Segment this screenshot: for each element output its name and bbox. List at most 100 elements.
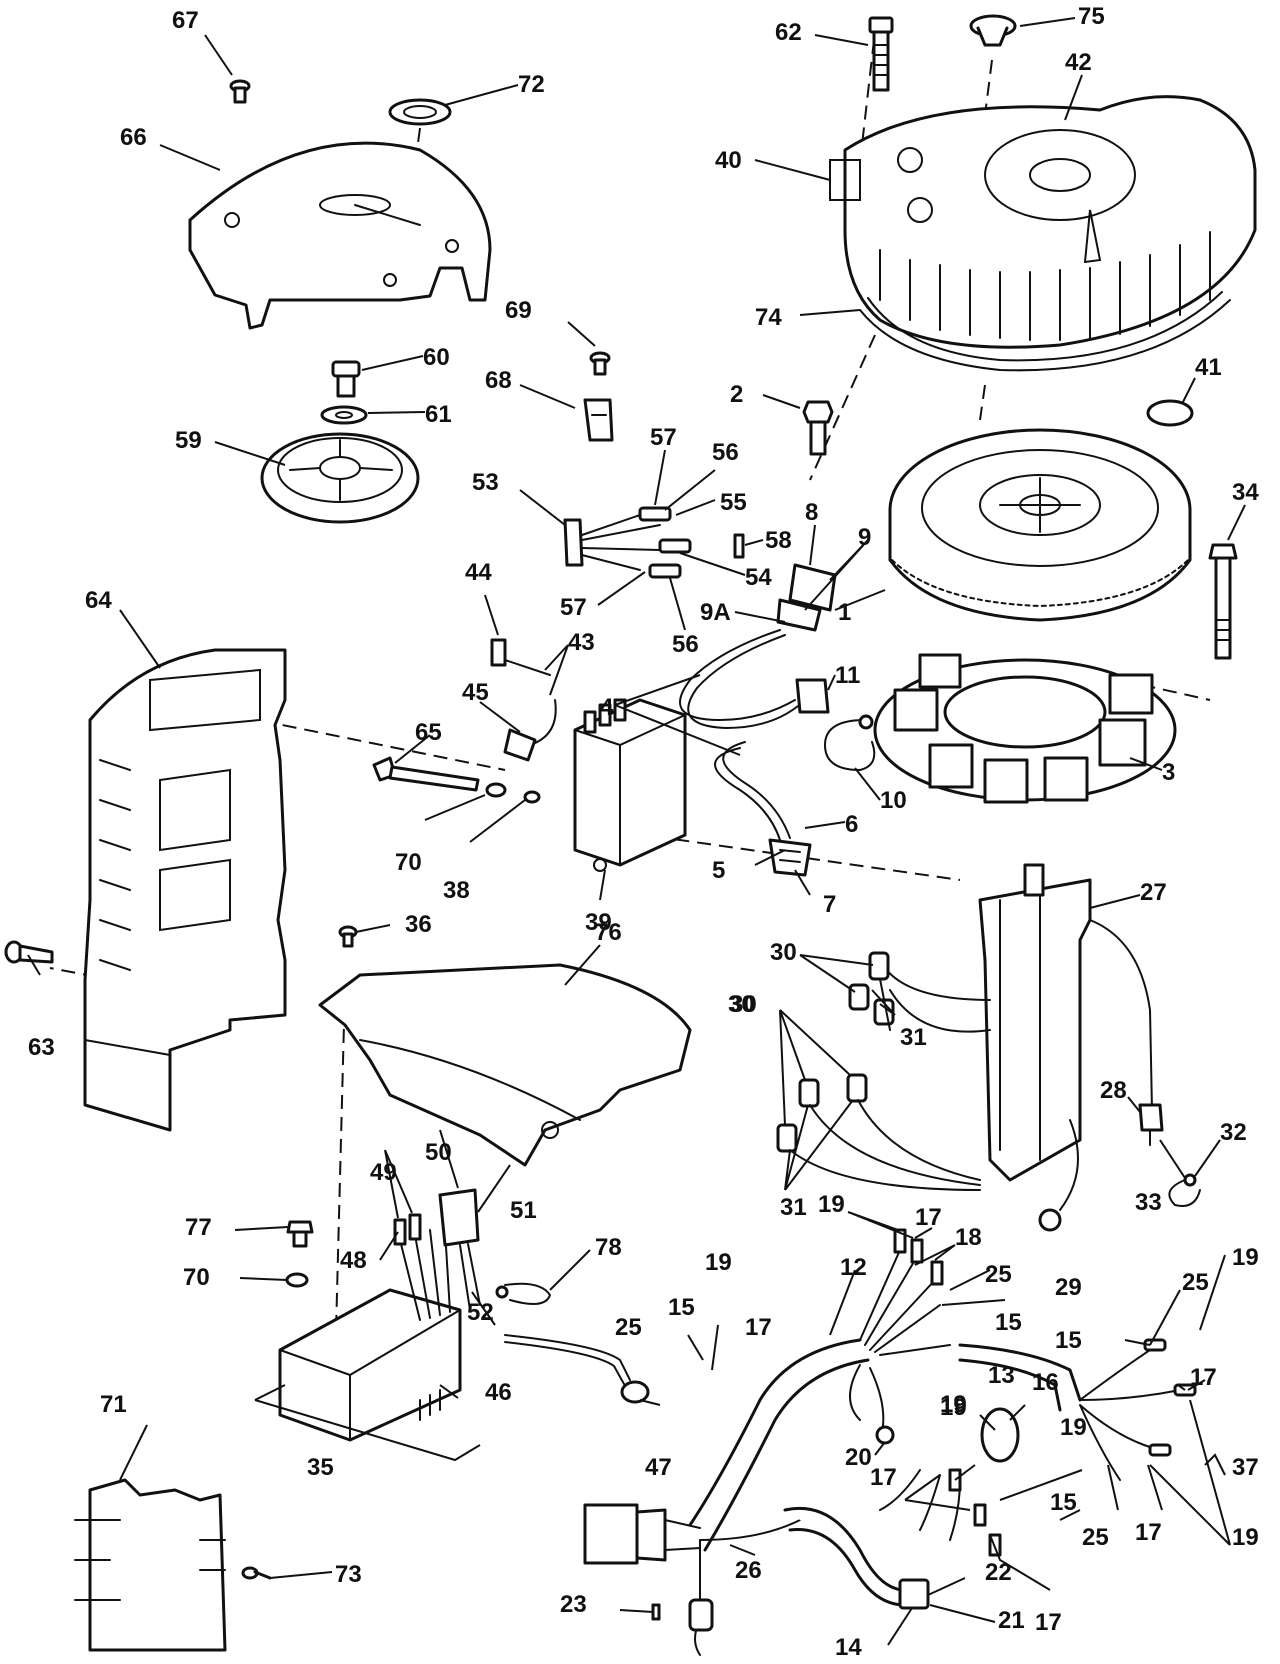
callout-77: 77 [185, 1214, 212, 1241]
callout-1: 1 [838, 599, 851, 626]
callout-4: 4 [600, 694, 614, 721]
callout-37: 37 [1232, 1454, 1259, 1481]
connector [776, 563, 837, 632]
callout-56: 56 [672, 631, 699, 658]
clip [583, 398, 614, 442]
callout-17: 17 [1190, 1364, 1217, 1391]
callout-54: 54 [745, 564, 772, 591]
callout-62: 62 [775, 19, 802, 46]
callout-67: 67 [172, 7, 199, 34]
long-screw [372, 756, 480, 792]
callout-68: 68 [485, 367, 512, 394]
callout-51: 51 [510, 1197, 537, 1224]
callout-56: 56 [712, 439, 739, 466]
callout-36: 36 [405, 911, 432, 938]
callout-17: 17 [1035, 1609, 1062, 1636]
callout-27: 27 [1140, 879, 1167, 906]
callout-17: 17 [745, 1314, 772, 1341]
callout-35: 35 [307, 1454, 334, 1481]
callout-19: 19 [1060, 1414, 1087, 1441]
callout-19: 19 [1232, 1524, 1259, 1551]
bolt [331, 360, 361, 398]
callout-30: 30 [728, 991, 755, 1018]
lower-cover [74, 1478, 227, 1652]
callout-52: 52 [467, 1299, 494, 1326]
leader-lines [27, 17, 1246, 1646]
wiring-harness [583, 1228, 1197, 1656]
callout-10: 10 [880, 787, 907, 814]
callout-74: 74 [755, 304, 782, 331]
ground-lead [504, 1334, 650, 1404]
callout-17: 17 [1135, 1519, 1162, 1546]
callout-labels: 67 72 66 62 75 42 40 74 69 60 68 61 59 2… [28, 3, 1259, 1661]
callout-28: 28 [1100, 1077, 1127, 1104]
callout-39: 39 [585, 909, 612, 936]
callout-12: 12 [840, 1254, 867, 1281]
callout-25: 25 [985, 1261, 1012, 1288]
callout-59: 59 [175, 427, 202, 454]
terminal-block [563, 506, 745, 579]
terminal [1138, 1103, 1164, 1146]
spark-leads [776, 951, 981, 1191]
callout-2: 2 [730, 381, 743, 408]
callout-21: 21 [998, 1607, 1025, 1634]
callout-41: 41 [1195, 354, 1222, 381]
callout-20: 20 [845, 1444, 872, 1471]
callout-13: 13 [988, 1362, 1015, 1389]
long-bolt [1208, 543, 1238, 660]
flywheel-cover [829, 95, 1257, 349]
callout-49: 49 [370, 1159, 397, 1186]
callout-75: 75 [1078, 3, 1105, 30]
callout-18: 18 [955, 1224, 982, 1251]
callout-44: 44 [465, 559, 492, 586]
pin [651, 1603, 661, 1621]
callout-31: 31 [900, 1024, 927, 1051]
callout-25: 25 [1182, 1269, 1209, 1296]
callout-17: 17 [915, 1204, 942, 1231]
screw [241, 1566, 272, 1580]
callout-42: 42 [1065, 49, 1092, 76]
ignition-coil [573, 698, 687, 872]
callout-32: 32 [1220, 1119, 1247, 1146]
power-pack [278, 1288, 462, 1442]
callout-33: 33 [1135, 1189, 1162, 1216]
callout-45: 45 [462, 679, 489, 706]
callout-9A: 9A [700, 599, 731, 626]
callout-69: 69 [505, 297, 532, 324]
callout-16: 16 [1032, 1369, 1059, 1396]
callout-76: 76 [595, 919, 622, 946]
bolt [286, 1220, 314, 1248]
callout-25: 25 [1082, 1524, 1109, 1551]
callout-70: 70 [183, 1264, 210, 1291]
callout-60: 60 [423, 344, 450, 371]
screw [4, 940, 54, 964]
callout-65: 65 [415, 719, 442, 746]
callout-25: 25 [615, 1314, 642, 1341]
callout-57: 57 [560, 594, 587, 621]
callout-9: 9 [858, 524, 871, 551]
callout-46: 46 [485, 1379, 512, 1406]
stator-harness [679, 629, 799, 841]
callout-72: 72 [518, 71, 545, 98]
callout-30: 30 [770, 939, 797, 966]
callout-58: 58 [765, 527, 792, 554]
connector [768, 838, 812, 877]
callout-19: 19 [818, 1191, 845, 1218]
callout-22: 22 [985, 1559, 1012, 1586]
callout-73: 73 [335, 1561, 362, 1588]
callout-43: 43 [568, 629, 595, 656]
bracket-line [254, 1384, 481, 1462]
ring-lug [1038, 1119, 1079, 1232]
shield-plate [318, 963, 692, 1167]
callout-71: 71 [100, 1391, 127, 1418]
callout-15: 15 [1055, 1327, 1082, 1354]
callout-5: 5 [712, 857, 725, 884]
screw [229, 79, 251, 104]
callout-30: 30 [730, 991, 757, 1018]
callout-31: 31 [780, 1194, 807, 1221]
plug [969, 14, 1017, 47]
callout-47: 47 [645, 1454, 672, 1481]
callout-40: 40 [715, 147, 742, 174]
side-cover [83, 648, 287, 1132]
